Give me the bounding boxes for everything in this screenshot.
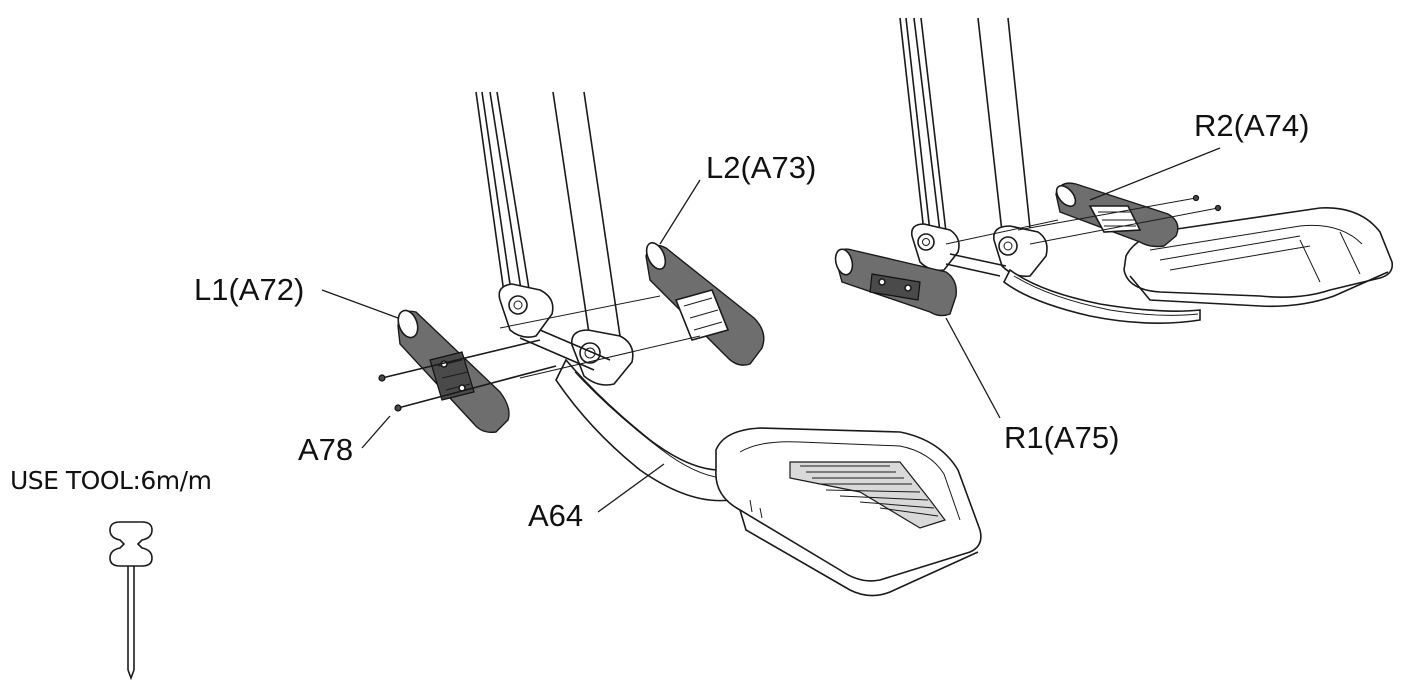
r2-cover-plate [1055, 182, 1179, 248]
tool-instruction: USE TOOL:6m/m [10, 466, 212, 495]
a78-leader [361, 415, 391, 449]
r1-leader [945, 317, 1001, 419]
l1-label: L1(A72) [194, 272, 305, 307]
r2-leader [1089, 147, 1221, 201]
l1-leader [321, 289, 399, 319]
right-joint-1 [910, 223, 960, 272]
a78-label: A78 [298, 432, 354, 467]
left-joint-1 [498, 283, 554, 338]
left-pedal-arm-assembly [378, 91, 982, 597]
l2-label: L2(A73) [706, 150, 817, 185]
right-joint-2 [993, 225, 1048, 278]
r1-label: R1(A75) [1004, 420, 1120, 455]
a64-leader [597, 463, 665, 513]
l2-leader [659, 179, 701, 245]
r2-label: R2(A74) [1194, 108, 1310, 143]
left-pedal [715, 427, 982, 597]
l2-cover-plate [645, 242, 765, 366]
a78-screws [378, 295, 701, 412]
hex-key-icon [109, 521, 153, 681]
left-upright-tubes [475, 91, 621, 341]
leader-lines [321, 147, 1221, 513]
right-upright-tubes [899, 17, 1031, 233]
right-pedal-arm-assembly [834, 17, 1394, 324]
r1-cover-plate [834, 248, 957, 317]
right-pedal-arm [1002, 268, 1201, 324]
right-screws [945, 194, 1222, 245]
l1-cover-plate [397, 309, 510, 434]
a64-label: A64 [528, 498, 584, 533]
